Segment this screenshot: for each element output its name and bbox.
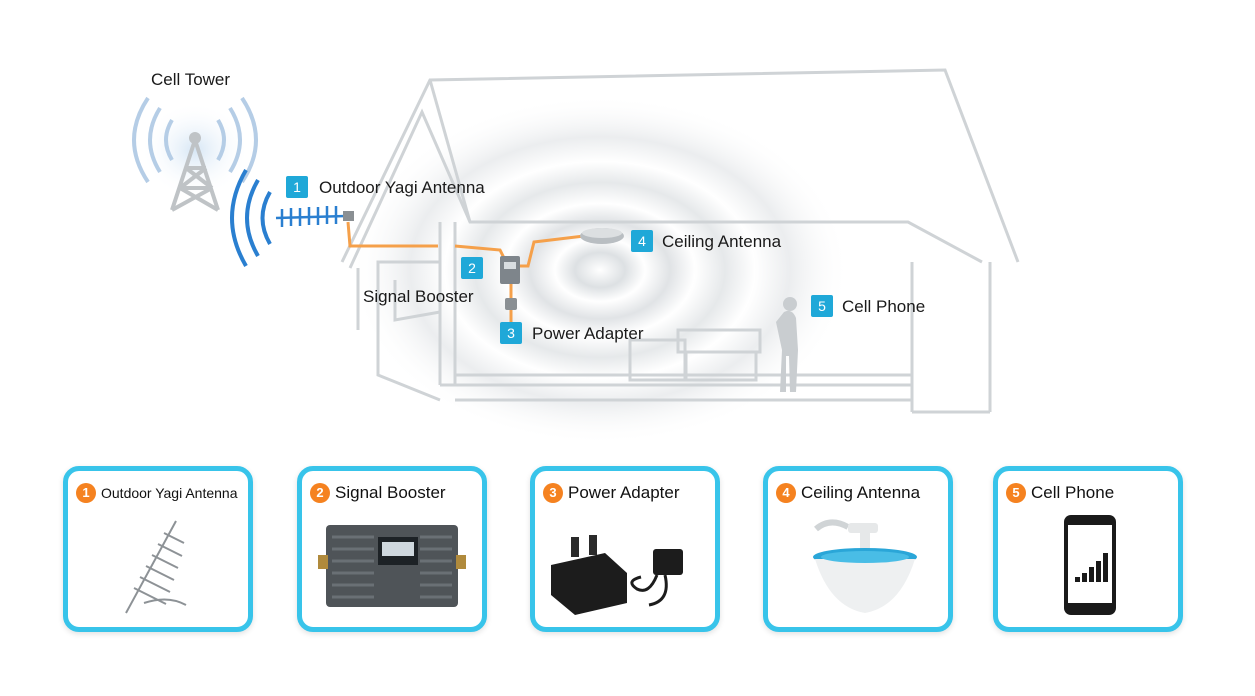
card-title: Power Adapter — [568, 483, 680, 502]
card-number-badge: 4 — [776, 483, 796, 503]
card-number-badge: 3 — [543, 483, 563, 503]
card-ceiling-antenna: 4 Ceiling Antenna — [763, 466, 953, 632]
card-power-adapter: 3 Power Adapter — [530, 466, 720, 632]
signal-booster-icon — [500, 256, 520, 310]
ceiling-antenna-icon — [580, 228, 624, 244]
person-silhouette — [776, 297, 798, 392]
card-number-badge: 1 — [76, 483, 96, 503]
card-cell-phone: 5 Cell Phone — [993, 466, 1183, 632]
card-number-badge: 5 — [1006, 483, 1026, 503]
signal-waves — [350, 95, 850, 445]
step-badge-1: 1 — [286, 176, 308, 198]
step-label-cell-phone: Cell Phone — [842, 297, 926, 316]
power-adapter-product-icon — [551, 535, 683, 615]
card-title: Ceiling Antenna — [801, 483, 921, 502]
step-label-ceiling-antenna: Ceiling Antenna — [662, 232, 782, 251]
step-badge-5: 5 — [811, 295, 833, 317]
ceiling-antenna-product-icon — [813, 519, 917, 613]
card-title: Cell Phone — [1031, 483, 1115, 502]
house-outline — [340, 68, 1020, 414]
card-outdoor-yagi-antenna: 1 Outdoor Yagi Antenna — [63, 466, 253, 632]
step-label-signal-booster: Signal Booster — [363, 287, 474, 306]
card-title: Signal Booster — [335, 483, 446, 502]
step-badge-4: 4 — [631, 230, 653, 252]
step-badge-2: 2 — [461, 257, 483, 279]
yagi-antenna-product-icon — [125, 520, 187, 614]
yagi-antenna-icon — [275, 206, 354, 227]
cell-tower-label: Cell Tower — [151, 70, 231, 89]
card-signal-booster: 2 Signal Booster — [297, 466, 487, 632]
step-label-yagi-antenna: Outdoor Yagi Antenna — [319, 178, 485, 197]
step-badge-3: 3 — [500, 322, 522, 344]
signal-booster-product-icon — [318, 525, 466, 607]
card-number-badge: 2 — [310, 483, 330, 503]
yagi-signal-arcs — [230, 168, 272, 268]
cell-phone-product-icon — [1064, 515, 1116, 615]
step-label-power-adapter: Power Adapter — [532, 324, 644, 343]
card-title: Outdoor Yagi Antenna — [101, 485, 238, 501]
cell-tower-icon — [132, 96, 258, 212]
sofa — [628, 328, 762, 382]
